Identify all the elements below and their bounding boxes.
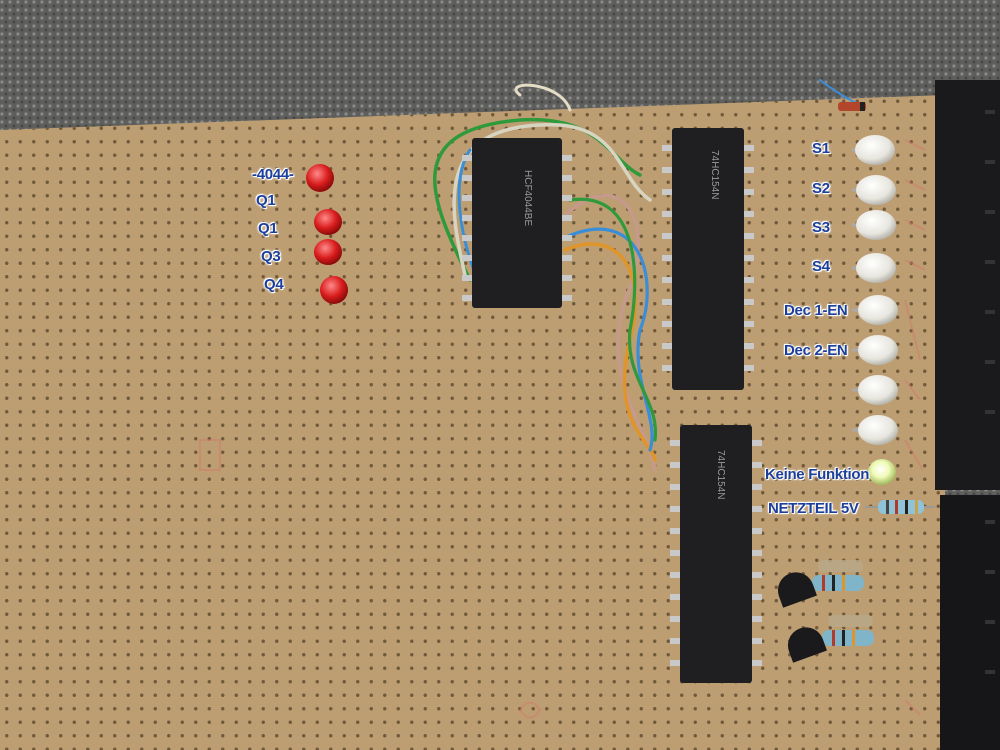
diode	[838, 102, 866, 111]
pen-marks	[199, 139, 926, 719]
transistor-2	[787, 627, 827, 663]
white-led-s3	[856, 210, 896, 240]
resistor-1	[812, 575, 864, 591]
label-keine-funktion: Keine Funktion	[765, 466, 870, 483]
chip-marking-lower: 74HC154N	[715, 450, 726, 499]
resistor-3	[822, 630, 874, 646]
label-q1-a: Q1	[256, 192, 276, 209]
red-led-group	[306, 164, 348, 304]
ic-74hc154-lower-chip: 74HC154N	[670, 425, 762, 683]
label-netzteil-5v: NETZTEIL 5V	[768, 500, 859, 517]
red-led-4	[320, 276, 348, 304]
red-led-1	[306, 164, 334, 192]
white-led-s1	[855, 135, 895, 165]
red-led-3	[314, 239, 342, 265]
chip-marking-4044: HCF4044BE	[522, 170, 533, 226]
label-s1: S1	[812, 140, 830, 157]
label-s2: S2	[812, 180, 830, 197]
white-led-group	[852, 135, 898, 485]
ic-74hc154-upper-chip: 74HC154N	[662, 128, 754, 390]
white-led-8	[858, 415, 898, 445]
label-s4: S4	[812, 258, 830, 275]
label-q4: Q4	[264, 276, 284, 293]
transistor-1	[777, 572, 817, 608]
resistor-2	[818, 560, 863, 572]
chip-marking-upper: 74HC154N	[709, 150, 720, 199]
label-dec2-en: Dec 2-EN	[784, 342, 848, 359]
resistor-4	[828, 615, 873, 627]
connector-pins	[985, 110, 995, 674]
wires	[433, 79, 861, 472]
white-led-s4	[856, 253, 896, 283]
white-led-dec2	[858, 335, 898, 365]
label-dec1-en: Dec 1-EN	[784, 302, 848, 319]
ic-4044-chip: HCF4044BE	[462, 138, 572, 308]
label-q1-b: Q1	[258, 220, 278, 237]
label-4044-title: -4044-	[252, 166, 294, 183]
resistor-netzteil	[865, 500, 935, 514]
label-s3: S3	[812, 219, 830, 236]
green-led-power	[868, 459, 896, 485]
label-q3: Q3	[261, 248, 281, 265]
white-led-7	[858, 375, 898, 405]
connector-top	[935, 80, 1000, 490]
white-led-dec1	[858, 295, 898, 325]
white-led-s2	[856, 175, 896, 205]
red-led-2	[314, 209, 342, 235]
